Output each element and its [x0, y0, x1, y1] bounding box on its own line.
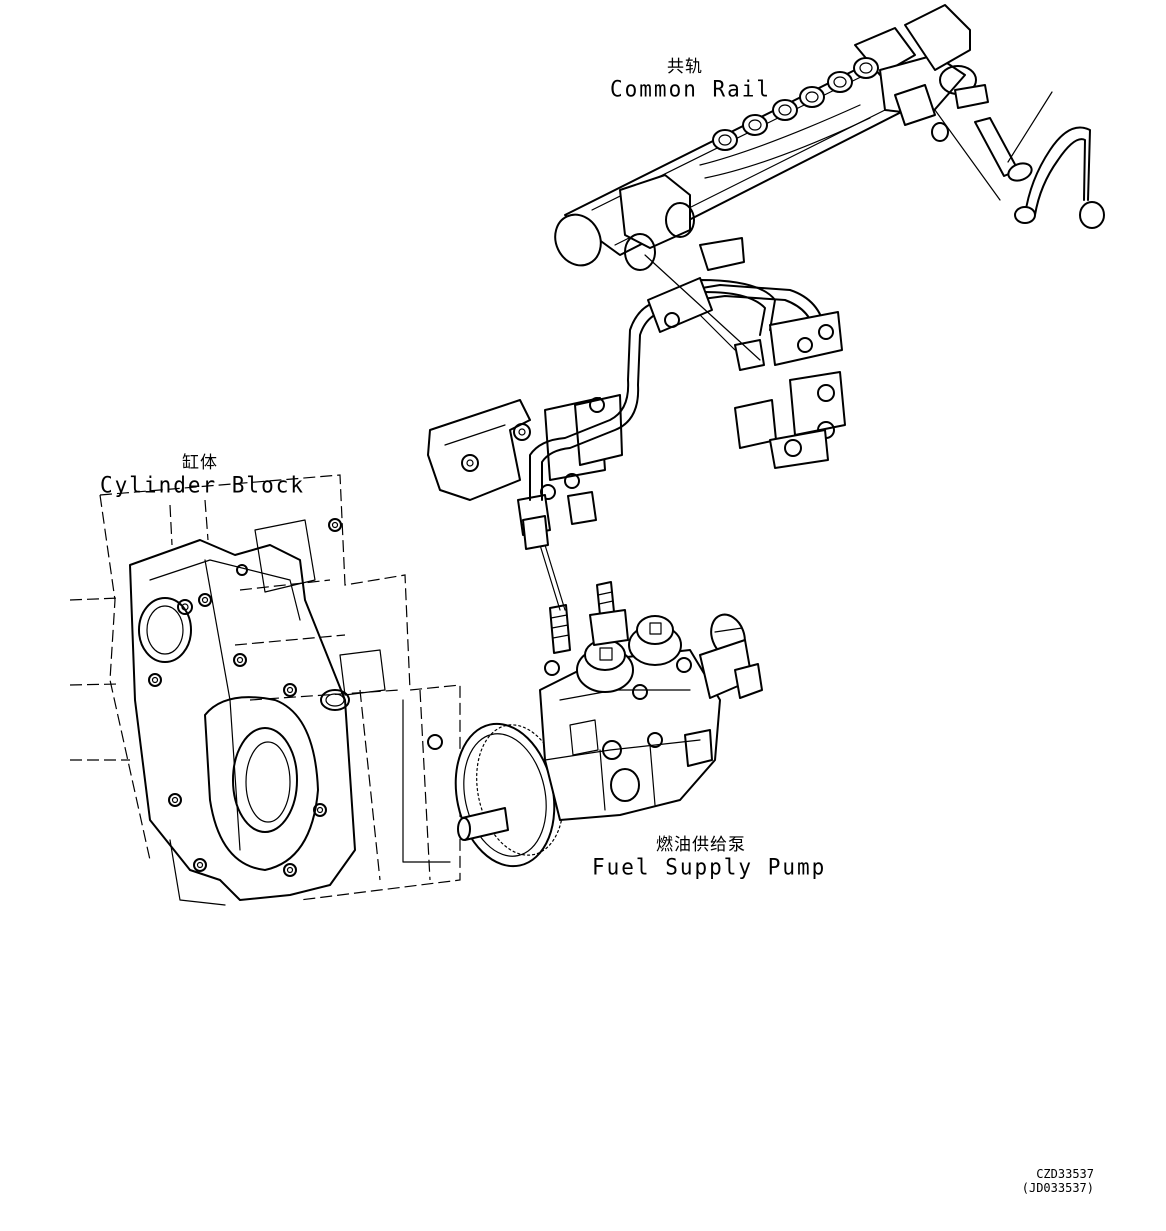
- common-rail-label: 共轨 Common Rail: [610, 52, 772, 102]
- common-rail-drawing: [554, 4, 1105, 271]
- drawing-code-secondary: (JD033537): [1021, 1181, 1094, 1195]
- block-pump-leader: [402, 699, 451, 863]
- drawing-code: CZD33537 (JD033537): [1000, 1167, 1094, 1195]
- cylinder-block-label-zh: 缸体: [182, 453, 218, 473]
- rail-outlets: [712, 57, 879, 151]
- fuel-supply-pump-label-zh: 燃油供给泵: [656, 835, 746, 855]
- fuel-supply-pump-drawing: [454, 581, 763, 868]
- fuel-supply-pump-label: 燃油供给泵 Fuel Supply Pump: [592, 830, 827, 880]
- cylinder-block-label: 缸体 Cylinder Block: [100, 448, 306, 498]
- common-rail-label-zh: 共轨: [667, 57, 703, 77]
- pump-pipe-leader: [539, 544, 566, 611]
- cylinder-block-label-en: Cylinder Block: [100, 472, 306, 498]
- cylinder-block-drawing: [69, 474, 461, 906]
- drawing-code-primary: CZD33537: [1036, 1167, 1094, 1181]
- rail-pipe-leader: [644, 254, 761, 361]
- common-rail-label-en: Common Rail: [610, 76, 772, 102]
- high-pressure-pipe-drawing: [427, 237, 846, 550]
- fuel-supply-pump-label-en: Fuel Supply Pump: [592, 854, 827, 880]
